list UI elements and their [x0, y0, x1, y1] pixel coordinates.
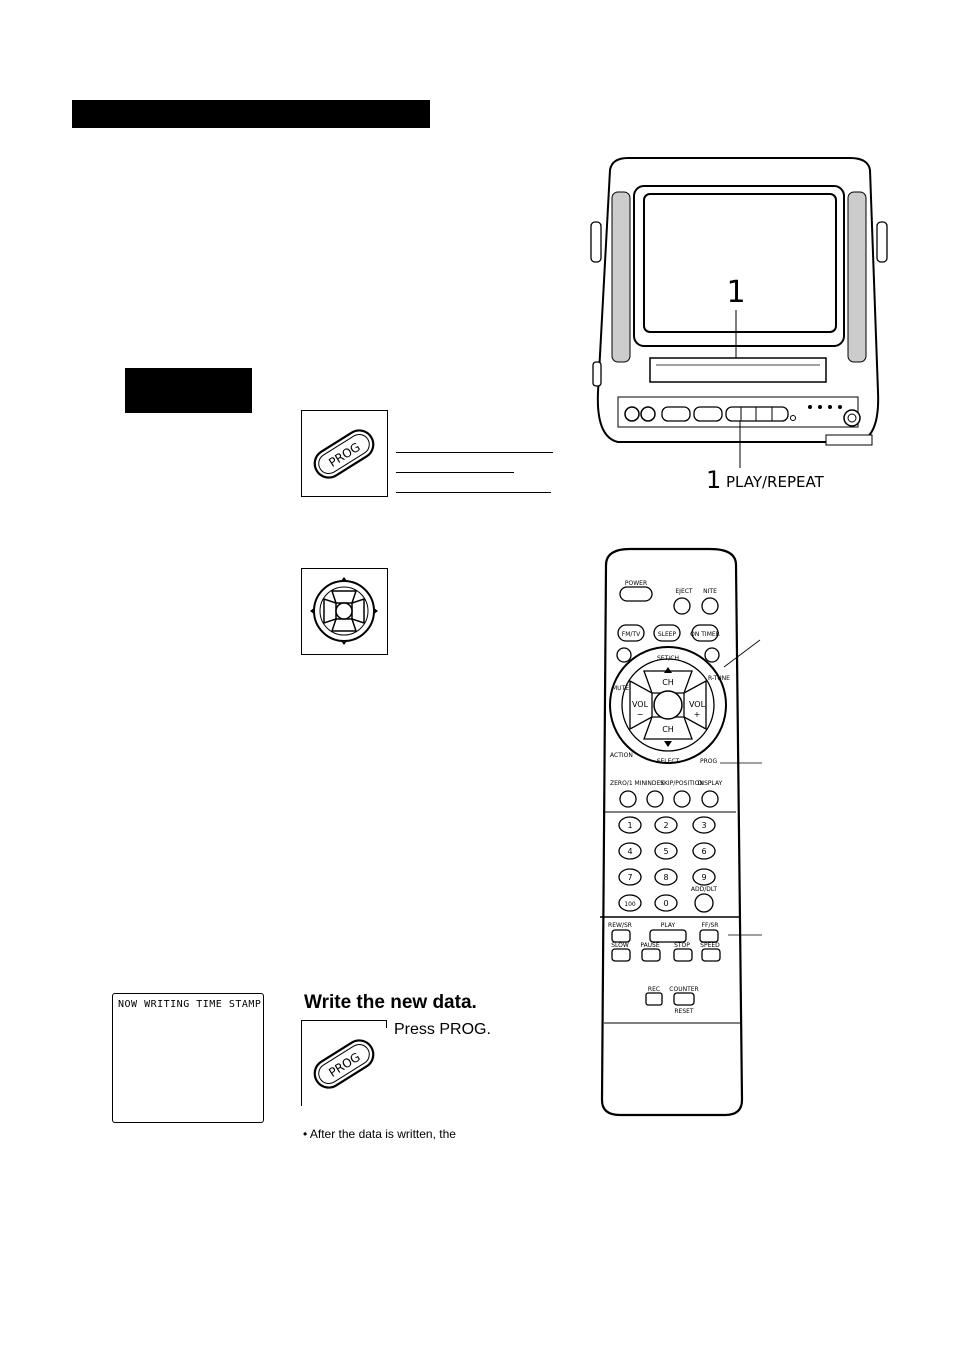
remote-counter-label: COUNTER: [669, 986, 698, 993]
remote-illustration: POWER EJECT NITE FM/TV SLEEP ON TIMER SE…: [590, 545, 780, 1120]
remote-speed-label: SPEED: [700, 942, 720, 949]
tv-bottom-callout-label: PLAY/REPEAT: [726, 473, 825, 491]
remote-reset-label: RESET: [674, 1008, 694, 1015]
joystick-icon: [310, 577, 378, 645]
remote-skip-label: SKIP/POSITION: [660, 780, 704, 787]
remote-zero-label: ZERO/1 MIN: [610, 780, 646, 787]
step-label-box: [125, 368, 252, 413]
remote-power-label: POWER: [625, 580, 647, 587]
remote-vol-right-label: VOL: [689, 700, 706, 709]
remote-drawing: POWER EJECT NITE FM/TV SLEEP ON TIMER SE…: [600, 547, 762, 1117]
remote-vol-plus-label: +: [694, 710, 701, 719]
remote-key-3: 3: [701, 821, 706, 830]
remote-stop-label: STOP: [674, 942, 690, 949]
prog-button-icon: PROG: [302, 1020, 387, 1089]
remote-nite-label: NITE: [703, 588, 717, 595]
remote-play-label: PLAY: [661, 922, 676, 929]
remote-key-100: 100: [624, 901, 636, 908]
tv-vcr-illustration: 1 1 PLAY/REPEAT: [588, 152, 888, 494]
remote-ring-lowerleft-label: ACTION: [610, 752, 633, 759]
remote-slow-label: SLOW: [611, 942, 629, 949]
step-instruction: Press PROG.: [394, 1021, 491, 1038]
remote-key-5: 5: [663, 847, 668, 856]
tv-vcr-drawing: 1 1 PLAY/REPEAT: [590, 157, 888, 494]
remote-key-8: 8: [663, 873, 668, 882]
step-heading: Write the new data.: [304, 992, 477, 1013]
remote-adddlt-label: ADD/DLT: [691, 886, 718, 893]
remote-ch-down-label: CH: [662, 725, 674, 734]
remote-pause-label: PAUSE: [640, 942, 660, 949]
remote-rew-label: REW/SR: [608, 922, 632, 929]
tv-bottom-callout-number: 1: [706, 466, 721, 492]
remote-key-0: 0: [663, 899, 668, 908]
remote-key-4: 4: [627, 847, 632, 856]
rule-line: [396, 492, 551, 493]
remote-display-label: DISPLAY: [698, 780, 723, 787]
remote-ontimer-label: ON TIMER: [690, 631, 720, 638]
remote-key-9: 9: [701, 873, 706, 882]
prog-button-figure: PROG: [301, 410, 388, 497]
remote-ring-bottom-label: SELECT: [657, 758, 680, 765]
remote-rec-label: REC: [648, 986, 660, 993]
remote-ch-up-label: CH: [662, 678, 674, 687]
rule-line: [396, 472, 514, 473]
remote-vol-minus-label: −: [637, 710, 644, 719]
section-title-bar: [72, 100, 430, 128]
osd-message: NOW WRITING TIME STAMP: [118, 999, 262, 1010]
remote-ff-label: FF/SR: [702, 922, 719, 929]
remote-sleep-label: SLEEP: [658, 631, 677, 638]
rule-line: [396, 452, 553, 453]
remote-ring-lowerright-label: PROG: [700, 758, 718, 765]
tv-callout-number: 1: [726, 275, 745, 310]
remote-fmtv-label: FM/TV: [622, 631, 641, 638]
prog-button-icon: PROG: [313, 429, 375, 479]
prog-button-figure-lower: PROG: [301, 1020, 387, 1106]
remote-ring-left-label: MUTE: [612, 685, 629, 692]
remote-ring-top-label: SET/CH: [657, 655, 679, 662]
remote-key-2: 2: [663, 821, 668, 830]
remote-key-7: 7: [627, 873, 632, 882]
remote-eject-label: EJECT: [675, 588, 693, 595]
osd-screen: NOW WRITING TIME STAMP: [112, 993, 264, 1123]
joystick-figure: [301, 568, 388, 655]
remote-ring-right-label: R-TUNE: [708, 675, 730, 682]
remote-key-1: 1: [627, 821, 632, 830]
remote-index-label: INDEX: [646, 780, 665, 787]
remote-vol-left-label: VOL: [632, 700, 649, 709]
remote-key-6: 6: [701, 847, 706, 856]
step-note: • After the data is written, the: [303, 1127, 456, 1141]
